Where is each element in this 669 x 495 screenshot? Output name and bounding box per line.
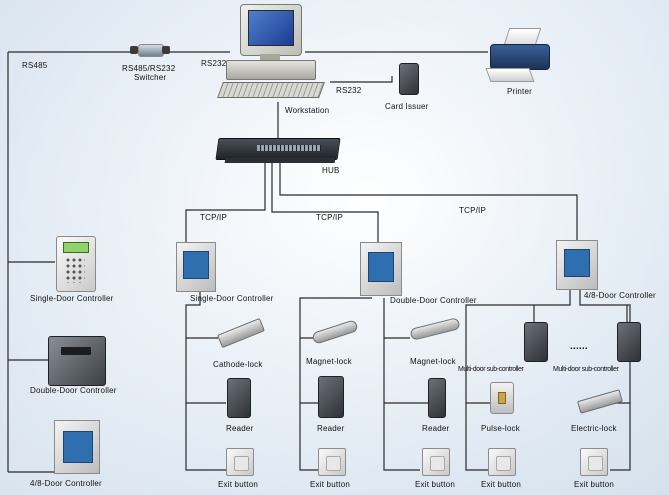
multi-door-sub-controller-1 [524,322,548,362]
rs232-label-top: RS232 [201,59,227,68]
printer-label: Printer [507,87,532,96]
reader-label-1: Reader [226,424,254,433]
multi-door-sub-controller-label-1: Multi-door sub-controller [458,366,524,373]
ellipsis-label: ...... [570,341,588,352]
double-door-controller-box [360,242,402,296]
magnet-lock-label-1: Magnet-lock [306,357,352,366]
exit-button-label-1: Exit button [218,480,259,489]
reader-label-2: Reader [317,424,345,433]
tcpip-label-3: TCP/IP [459,206,486,215]
single-door-controller-keypad [56,236,96,292]
four-door-controller-box [556,240,598,290]
printer-device [485,28,552,82]
rs232-label-mid: RS232 [336,86,362,95]
keypad-grid [65,257,85,283]
keyboard [217,82,325,98]
hub-label: HUB [322,166,340,175]
switcher-label-line2: Switcher [134,73,167,82]
rs485-label: RS485 [22,61,48,70]
single-door-controller-label: Single-Door Controller [190,294,274,303]
exit-button-label-4: Exit button [481,480,522,489]
reader-label-3: Reader [422,424,450,433]
magnet-lock-label-2: Magnet-lock [410,357,456,366]
electric-lock-device [577,389,623,414]
four-door-controller-label-left: 4/8-Door Controller [30,479,102,488]
exit-button-device-2 [318,448,346,476]
pulse-lock-label: Pulse-lock [481,424,520,433]
exit-button-device-5 [580,448,608,476]
single-door-controller-label-left: Single-Door Controller [30,294,114,303]
exit-button-device-3 [422,448,450,476]
cathode-lock-label: Cathode-lock [213,360,263,369]
reader-device-2 [318,376,344,418]
reader-device-1 [227,378,251,418]
cathode-lock-device [217,317,265,349]
workstation-label: Workstation [285,106,330,115]
exit-button-device-4 [488,448,516,476]
switcher-label-line1: RS485/RS232 [122,64,176,73]
tcpip-label-2: TCP/IP [316,213,343,222]
tcpip-label-1: TCP/IP [200,213,227,222]
exit-button-label-5: Exit button [574,480,615,489]
electric-lock-label: Electric-lock [571,424,617,433]
exit-button-label-2: Exit button [310,480,351,489]
double-door-controller-label: Double-Door Controller [390,296,477,305]
card-issuer-device [399,63,419,95]
four-door-controller-box-left [54,420,100,474]
workstation-computer [217,4,328,104]
single-door-controller-box [176,242,216,292]
monitor-screen [248,10,294,46]
card-issuer-label: Card Issuer [385,102,429,111]
pulse-lock-device [490,382,514,414]
network-hub [215,138,341,164]
double-door-controller-label-left: Double-Door Controller [30,386,117,395]
exit-button-label-3: Exit button [415,480,456,489]
reader-device-3 [428,378,446,418]
lcd-display [63,242,89,253]
multi-door-sub-controller-label-2: Multi-door sub-controller [553,366,619,373]
multi-door-sub-controller-2 [617,322,641,362]
four-door-controller-label: 4/8-Door Controller [584,291,656,300]
exit-button-device-1 [226,448,254,476]
double-door-controller-box [48,336,106,386]
rs485-rs232-switcher [130,44,170,57]
